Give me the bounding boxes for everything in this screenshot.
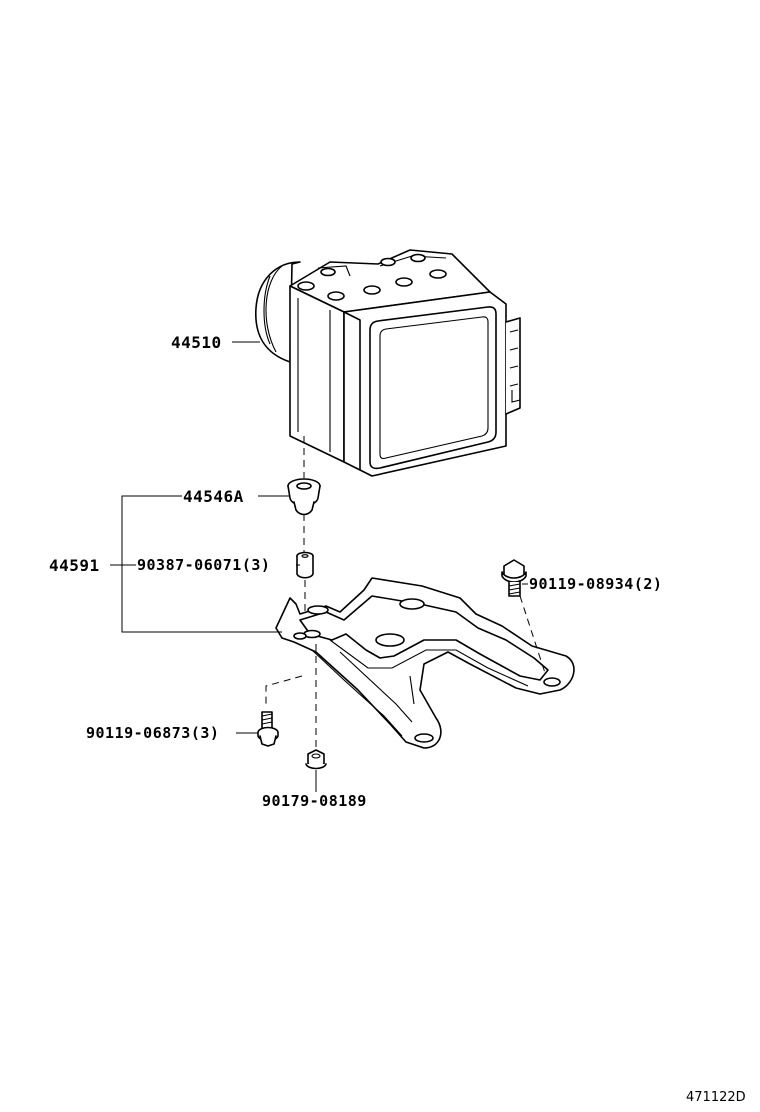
label-bolt-lower: 90119-06873(3) <box>86 724 219 742</box>
cushion-part <box>287 478 321 516</box>
label-collar: 90387-06071(3) <box>137 556 270 574</box>
label-44510: 44510 <box>171 333 222 352</box>
bracket-part <box>275 577 575 749</box>
abs-actuator <box>255 249 521 477</box>
collar-part <box>296 551 314 579</box>
diagram-reference: 471122D <box>686 1090 746 1105</box>
label-44546a: 44546A <box>183 487 244 506</box>
nut-part <box>305 749 327 770</box>
leader-lines <box>110 341 528 792</box>
bolt-upper-part <box>501 559 527 597</box>
label-bolt-upper: 90119-08934(2) <box>529 575 662 593</box>
label-44591: 44591 <box>49 556 100 575</box>
label-nut: 90179-08189 <box>262 792 367 810</box>
bolt-lower-part <box>257 711 279 747</box>
